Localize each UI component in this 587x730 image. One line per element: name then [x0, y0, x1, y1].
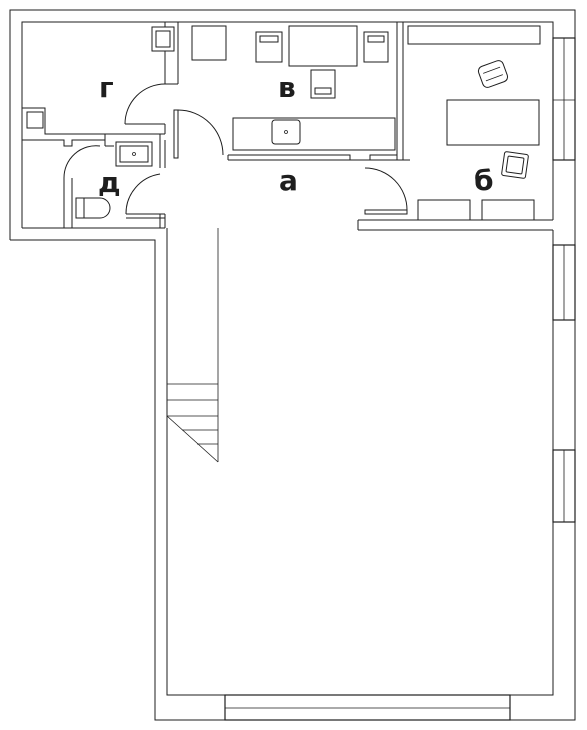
room-label-a: а: [279, 164, 298, 197]
room-labels: а б в г д: [98, 71, 494, 199]
cabinet: [191, 25, 227, 61]
office-chair: [477, 60, 509, 88]
desk: [288, 25, 358, 67]
room-label-g: г: [99, 71, 114, 104]
sideboard: [481, 199, 535, 221]
wardrobe: [407, 25, 541, 45]
armchair: [501, 151, 529, 179]
door-room-g[interactable]: [124, 83, 166, 125]
furniture: [26, 25, 541, 463]
sideboard: [417, 199, 471, 221]
toilet: [75, 197, 111, 219]
interior-walls: [22, 22, 410, 462]
office-desk: [446, 99, 540, 146]
door-room-d[interactable]: [125, 173, 161, 215]
counter: [232, 117, 396, 151]
doors: [63, 83, 408, 219]
sink: [271, 119, 301, 145]
room-label-b: б: [474, 164, 494, 197]
door-wc[interactable]: [63, 145, 101, 179]
windows: [224, 37, 576, 721]
door-room-b[interactable]: [364, 167, 408, 211]
door-room-v[interactable]: [177, 109, 224, 156]
staircase: [166, 383, 219, 463]
room-label-d: д: [98, 166, 121, 199]
room-label-v: в: [278, 71, 296, 104]
shaft-box: [26, 111, 44, 129]
